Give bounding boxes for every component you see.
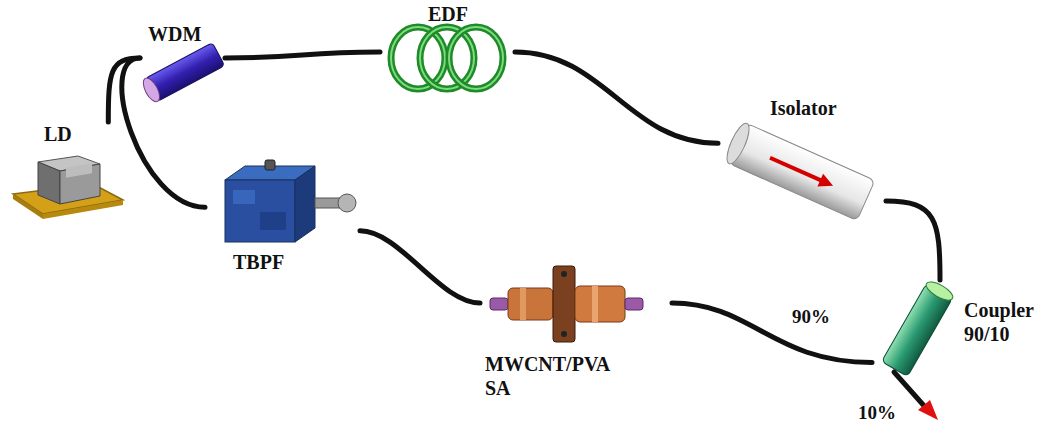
component-label: Coupler 90/10	[964, 298, 1040, 346]
component: Isolator	[718, 96, 886, 224]
component: TBPF	[205, 160, 360, 278]
component-label: WDM	[148, 22, 201, 46]
output-fiber-line	[894, 372, 926, 408]
fiber-link	[515, 52, 718, 143]
fiber-link	[886, 201, 940, 280]
fiber-link	[225, 52, 380, 58]
component-label: LD	[44, 122, 72, 146]
component-label: MWCNT/PVA SA	[485, 352, 615, 400]
component-label: TBPF	[233, 250, 284, 274]
component-illustration	[872, 280, 1042, 390]
fiber-link	[672, 303, 872, 363]
component: WDM	[140, 22, 225, 94]
fiber-link	[360, 231, 480, 303]
component: LD	[8, 122, 126, 228]
port-ratio-label: 90%	[792, 306, 830, 328]
component: EDF	[380, 6, 515, 98]
output-arrowhead	[918, 400, 938, 420]
component-label: EDF	[428, 2, 468, 26]
port-ratio-label: 10%	[858, 402, 896, 424]
component-label: Isolator	[770, 96, 837, 120]
component: MWCNT/PVA SA	[480, 258, 672, 408]
component: Coupler 90/10	[872, 280, 1042, 390]
